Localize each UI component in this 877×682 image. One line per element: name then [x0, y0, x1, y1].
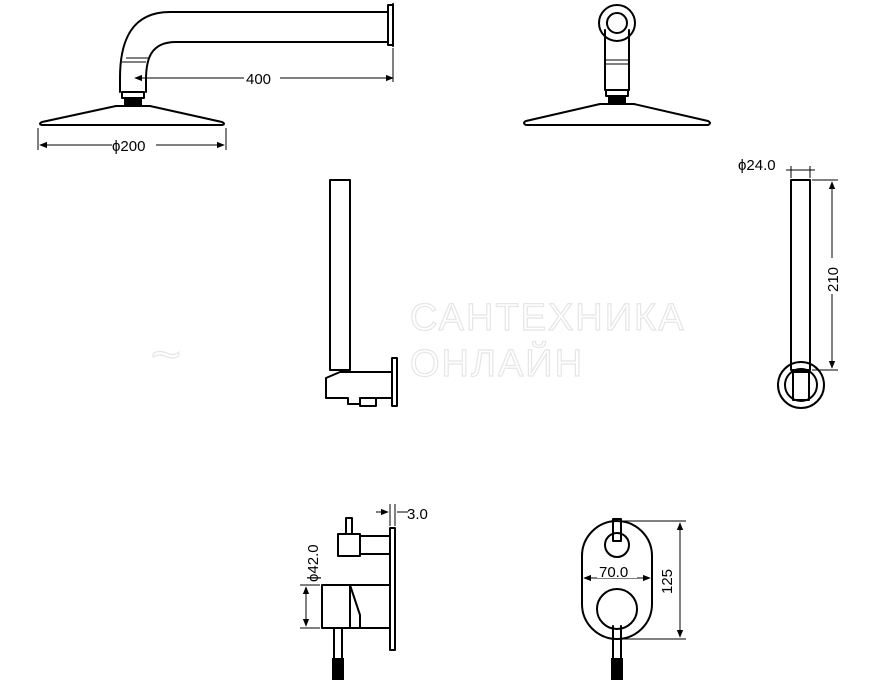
mixer-front-plate: [581, 520, 653, 640]
dim-handset-diameter: ϕ24.0: [738, 157, 776, 174]
main-knob-front: [596, 588, 638, 630]
hand-shower-body: [329, 179, 351, 371]
hand-shower-side-view: [325, 179, 398, 407]
arm-bend-inner: [606, 12, 628, 34]
watermark-line1: САНТЕХНИКА: [410, 297, 686, 339]
dim-plate-thickness: 3.0: [407, 506, 428, 523]
dim-arm-length: 400: [246, 71, 271, 88]
shower-head-disc-front: [523, 103, 711, 126]
shower-arm-front-view: [523, 4, 711, 126]
diverter-knob: [337, 533, 361, 557]
hand-shower-front-view: ϕ24.0 210: [738, 157, 842, 409]
dim-plate-width: 70.0: [599, 564, 628, 581]
holder-outer-ring: [777, 361, 825, 409]
watermark: ~ САНТЕХНИКА ОНЛАЙН: [149, 296, 686, 385]
diverter-knob-front: [604, 532, 630, 558]
main-handle: [321, 584, 361, 629]
handle-grip: [332, 658, 344, 680]
shower-head-disc: [39, 105, 225, 126]
dim-knob-diameter: ϕ42.0: [305, 544, 322, 582]
shower-arm-side-view: 400 ϕ200: [37, 3, 394, 155]
mixer-front-view: 70.0 125: [581, 518, 686, 680]
mixer-side-view: 3.0 ϕ42.0: [300, 504, 428, 680]
watermark-line2: ОНЛАЙН: [410, 340, 584, 385]
dim-head-diameter: ϕ200: [112, 138, 145, 155]
dim-plate-height: 125: [659, 569, 676, 594]
dim-handset-length: 210: [825, 267, 842, 292]
watermark-logo: ~: [150, 326, 182, 384]
holder-inner-ring: [784, 368, 818, 402]
arm-bend-outer: [598, 4, 636, 42]
hand-shower-handle: [790, 179, 811, 371]
handle-grip-front: [611, 658, 623, 680]
holder-wall-flange: [391, 357, 398, 407]
arm-upper-edge: [119, 11, 389, 93]
